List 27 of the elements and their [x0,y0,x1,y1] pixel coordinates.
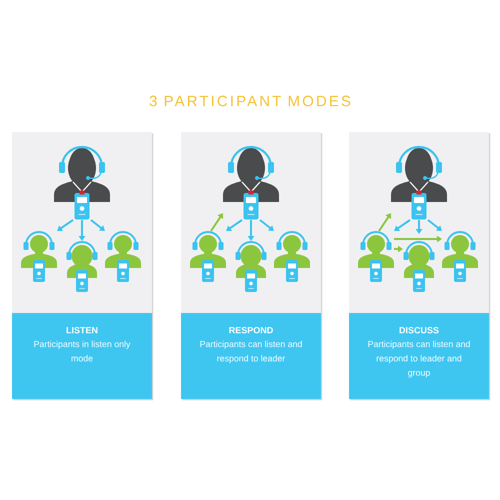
arrow [90,219,105,231]
card-heading: DISCUSS [400,327,439,334]
card-heading: LISTEN [66,327,98,334]
person-icon [190,231,226,282]
person-icon [274,231,310,282]
person-icon [66,241,98,292]
person-icon [358,231,394,282]
arrow [378,213,392,232]
card-description: Participants can listen and respond to leader and group [368,340,470,378]
person-icon [391,146,447,220]
arrow [394,219,411,231]
card-description: Participants in listen only mode [34,340,130,362]
card-heading: RESPOND [229,327,273,334]
arrow [57,219,74,231]
arrow [427,219,442,231]
person-icon [21,231,57,282]
person-icon [54,146,110,220]
title: 3 PARTICIPANT MODES [150,96,350,106]
person-icon [442,231,478,282]
person-icon [105,231,141,282]
card-description: Participants can listen and respond to leader [200,340,302,364]
person-icon [223,146,279,220]
person-icon [236,241,266,292]
person-icon [404,241,434,292]
arrow [259,219,274,231]
arrow [210,213,224,232]
arrow [226,219,243,231]
